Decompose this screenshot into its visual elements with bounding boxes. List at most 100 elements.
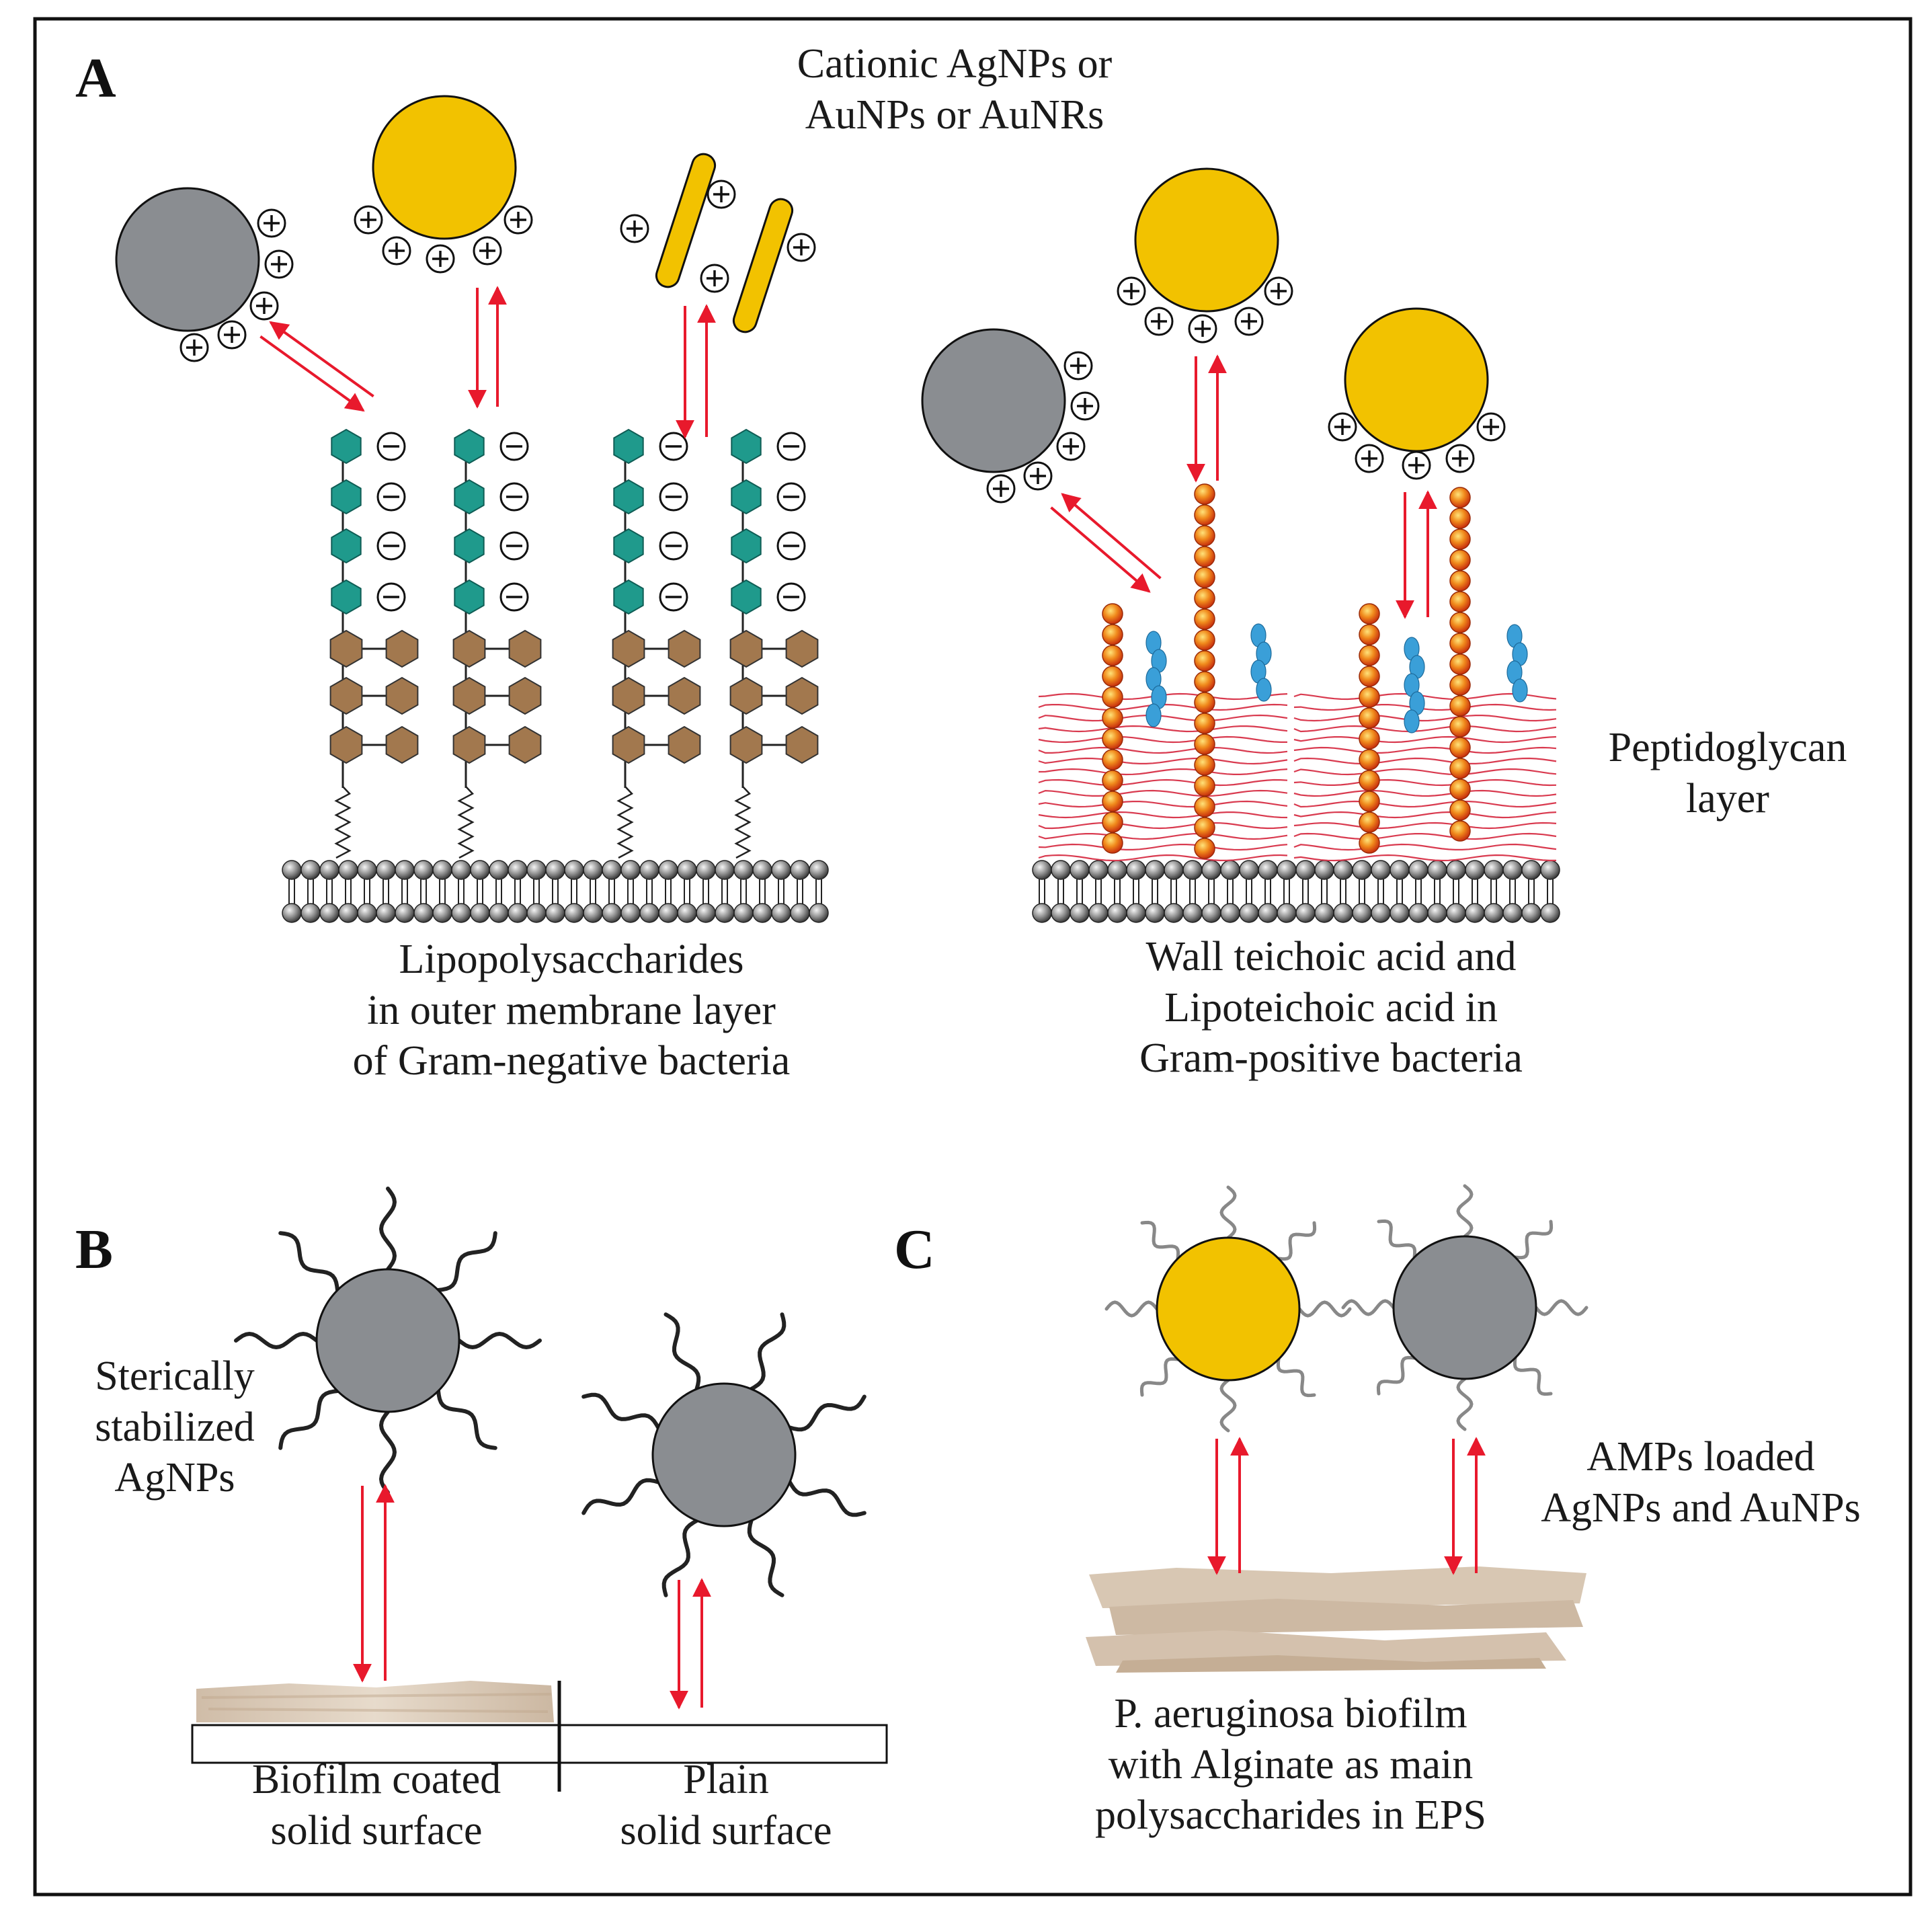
teichoic-bead: [1194, 775, 1215, 797]
lipid-head: [1427, 903, 1447, 923]
teichoic-bead: [1102, 832, 1123, 854]
lps-chain: [452, 428, 542, 859]
teichoic-acid-chain: [1194, 483, 1215, 859]
wta-caption-line-3: Gram-positive bacteria: [1139, 1035, 1523, 1082]
gold-nanoparticle: [1134, 167, 1279, 313]
positive-charge-icon: [1144, 307, 1174, 336]
teichoic-bead: [1449, 674, 1471, 696]
outer-membrane-bilayer: [282, 860, 829, 923]
lipid-head: [1164, 903, 1184, 923]
lipid-head: [282, 860, 302, 880]
lipid-head: [395, 903, 415, 923]
glycan-strand: [1293, 768, 1557, 776]
glycan-strand: [1038, 822, 1288, 830]
polymer-ligand: [787, 1480, 867, 1517]
lps-caption-line-3: of Gram-negative bacteria: [352, 1038, 791, 1084]
lipid-head: [1465, 860, 1485, 880]
glycan-strand: [1038, 800, 1288, 808]
positive-charge-icon: [986, 474, 1016, 504]
o-antigen-hexagon: [331, 528, 362, 564]
lipoteichoic-chain: [1250, 623, 1272, 702]
lipid-a-linker: [334, 786, 352, 859]
lipid-head: [357, 903, 377, 923]
sterically-stabilized-label: Sterically stabilized AgNPs: [54, 1351, 296, 1504]
lipid-head: [1220, 860, 1240, 880]
antimicrobial-peptide: [1456, 1184, 1474, 1238]
positive-charge-icon: [179, 333, 209, 362]
plain-surface-line-1: Plain: [683, 1757, 769, 1802]
cationic-label-line-2: AuNPs or AuNRs: [805, 91, 1104, 138]
gold-nanoparticle: [1156, 1236, 1301, 1382]
lipid-head: [508, 903, 528, 923]
lipid-head: [1145, 903, 1165, 923]
lipid-head: [733, 860, 754, 880]
lipid-head: [1390, 903, 1410, 923]
lps-chain: [329, 428, 419, 859]
positive-charge-icon: [1023, 461, 1053, 491]
o-antigen-hexagon: [454, 528, 485, 564]
lipid-head: [1032, 860, 1052, 880]
lipid-head: [451, 860, 471, 880]
silver-nanoparticle: [921, 328, 1066, 473]
teichoic-bead: [1194, 671, 1215, 692]
lipid-head: [809, 903, 829, 923]
positive-charge-icon: [1056, 432, 1086, 461]
lipid-head: [357, 860, 377, 880]
lipoteichoic-chain: [1506, 624, 1528, 703]
antimicrobial-peptide: [1534, 1299, 1588, 1316]
bidirectional-arrow: [670, 1578, 711, 1710]
teichoic-bead: [1449, 508, 1471, 529]
glycan-strand: [1038, 789, 1288, 797]
glycan-strand: [1293, 703, 1557, 711]
teichoic-bead: [1102, 603, 1123, 625]
lipoteichoic-unit: [1145, 703, 1162, 727]
lipid-head: [432, 860, 452, 880]
glycan-strand: [1293, 822, 1557, 830]
antimicrobial-peptide: [1139, 1357, 1180, 1397]
lipid-head: [639, 903, 659, 923]
polymer-ligand: [787, 1394, 867, 1432]
lipid-head: [809, 860, 829, 880]
lipid-head: [1352, 903, 1372, 923]
negative-charge-icon: [659, 582, 688, 612]
teichoic-bead: [1449, 716, 1471, 738]
peptidoglycan-layer: [1038, 692, 1557, 862]
lipid-head: [1502, 860, 1523, 880]
glycan-strand: [1038, 843, 1288, 851]
teichoic-bead: [1194, 483, 1215, 505]
panel-b-graphics: [191, 1187, 888, 1792]
lipid-head: [1446, 903, 1466, 923]
teichoic-bead: [1449, 758, 1471, 779]
biofilm-coated-surface-label: Biofilm coated solid surface: [195, 1755, 558, 1856]
bidirectional-arrow: [259, 321, 374, 412]
lipopolysaccharides-caption: Lipopolysaccharides in outer membrane la…: [282, 934, 860, 1087]
lipid-head: [470, 903, 490, 923]
core-sugar-hexagon: [785, 725, 819, 764]
lipid-head: [1540, 903, 1560, 923]
antimicrobial-peptide: [1277, 1221, 1317, 1261]
lipid-head: [451, 903, 471, 923]
lps-caption-line-2: in outer membrane layer: [367, 987, 776, 1033]
teichoic-bead: [1102, 728, 1123, 750]
teichoic-bead: [1194, 629, 1215, 651]
lipid-head: [1258, 860, 1278, 880]
amps-label-line-2: AgNPs and AuNPs: [1541, 1484, 1861, 1531]
teichoic-bead: [1102, 686, 1123, 708]
negative-charge-icon: [776, 531, 806, 561]
bidirectional-arrow: [1207, 1437, 1249, 1575]
lipid-head: [1051, 903, 1071, 923]
teichoic-bead: [1102, 666, 1123, 687]
paer-caption-line-3: polysaccharides in EPS: [1094, 1792, 1486, 1839]
lipoteichoic-unit: [1256, 678, 1272, 702]
lipid-head: [696, 903, 716, 923]
teichoic-bead: [1449, 799, 1471, 821]
lipid-head: [733, 903, 754, 923]
polymer-ligand: [234, 1331, 319, 1350]
bidirectional-arrow: [1186, 354, 1227, 483]
antimicrobial-peptide: [1456, 1377, 1474, 1431]
lipid-head: [470, 860, 490, 880]
core-sugar-hexagon: [385, 629, 419, 668]
lipid-a-linker: [457, 786, 475, 859]
